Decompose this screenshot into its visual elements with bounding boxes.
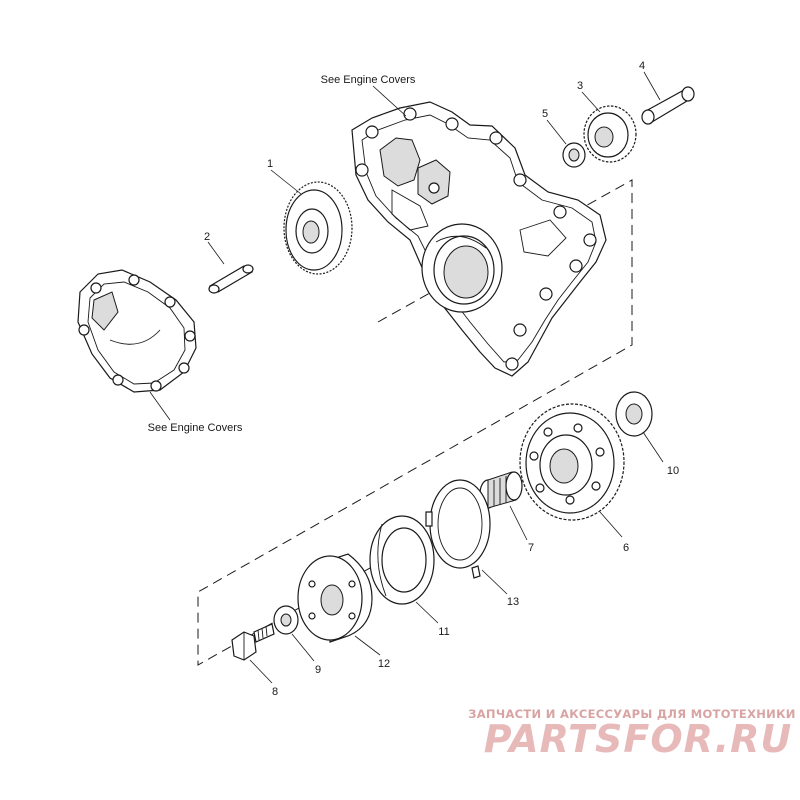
note-see-engine-covers-left: See Engine Covers [148,422,243,434]
crankcase-cover [351,101,607,377]
callout-1: 1 [267,158,273,170]
left-engine-cover [77,269,197,393]
leader-lines [149,71,664,684]
part-13-clutch-plate [425,479,491,579]
callout-12: 12 [378,658,390,670]
part-11-outer-race [369,515,435,605]
callout-7: 7 [528,542,534,554]
part-9-washer [273,605,299,635]
part-7-needle-bearing [479,471,523,509]
watermark-brand: PARTSFOR.RU [484,717,792,761]
part-6-starter-gear [519,403,625,521]
callout-2: 2 [204,231,210,243]
watermark-tagline: ЗАПЧАСТИ И АКСЕССУАРЫ ДЛЯ МОТОТЕХНИКИ [468,707,795,721]
part-2-dowel-pin [208,264,254,294]
callout-8: 8 [272,686,278,698]
callout-6: 6 [623,542,629,554]
part-10-washer [615,391,653,437]
part-3-small-gear [583,105,637,163]
callout-10: 10 [667,465,679,477]
callout-5: 5 [542,108,548,120]
part-1-idler-gear [283,181,353,275]
part-5-washer [562,142,586,168]
part-12-clutch-housing [297,553,373,643]
part-8-bolt [231,623,275,661]
part-4-shaft [641,86,695,125]
callout-9: 9 [315,664,321,676]
note-see-engine-covers-top: See Engine Covers [321,74,416,86]
callout-13: 13 [507,596,519,608]
callout-4: 4 [639,60,645,72]
callout-3: 3 [577,80,583,92]
callout-11: 11 [438,626,449,638]
